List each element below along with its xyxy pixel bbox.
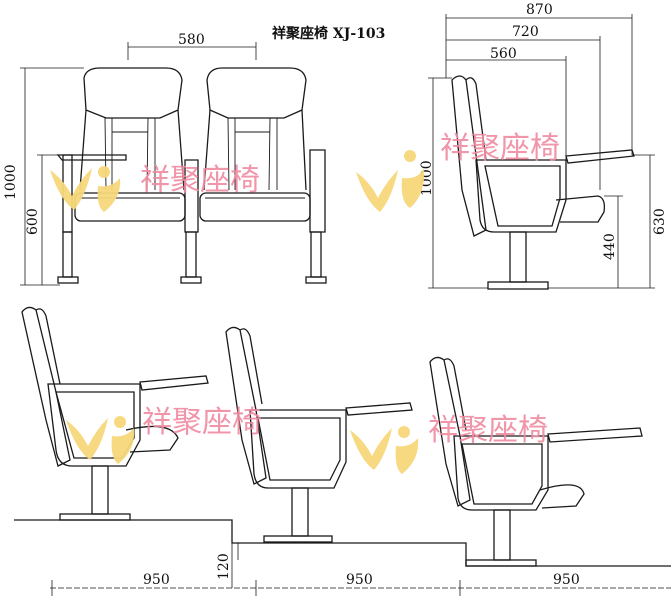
logo-icon	[50, 168, 92, 210]
side-height-440: 440	[602, 233, 618, 260]
side-depth-870: 870	[526, 2, 553, 18]
tier-chair-3	[429, 356, 643, 567]
logo-icon	[356, 170, 398, 212]
front-height-total: 1000	[3, 164, 19, 200]
watermark-4: 祥聚座椅	[350, 413, 548, 474]
side-depth-560: 560	[490, 46, 517, 62]
tier-chair-2	[225, 326, 413, 543]
front-height-seat: 600	[25, 208, 41, 235]
row-spacing-3: 950	[553, 572, 580, 588]
side-height-total: 1000	[419, 160, 435, 196]
side-height-630: 630	[652, 208, 668, 235]
watermark-3: 祥聚座椅	[66, 405, 262, 464]
front-width-label: 580	[178, 32, 205, 48]
side-view: 870 720 560 1000 630 440	[419, 2, 668, 290]
watermark-text-3: 祥聚座椅	[142, 405, 262, 440]
watermark-text-4: 祥聚座椅	[428, 413, 548, 448]
side-depth-720: 720	[512, 24, 539, 40]
logo-icon	[66, 418, 108, 460]
row-spacing-2: 950	[346, 572, 373, 588]
logo-icon	[350, 428, 392, 470]
drawing-title: 祥聚座椅 XJ-103	[272, 25, 385, 42]
tier-view: 120 950 950 950	[14, 306, 671, 596]
watermark-text-1: 祥聚座椅	[140, 163, 260, 198]
step-height-label: 120	[216, 553, 232, 580]
watermark-text-2: 祥聚座椅	[440, 131, 560, 166]
watermark-1: 祥聚座椅	[50, 163, 260, 212]
watermark-2: 祥聚座椅	[356, 131, 560, 212]
row-spacing-1: 950	[143, 572, 170, 588]
front-view: 580	[3, 32, 327, 286]
